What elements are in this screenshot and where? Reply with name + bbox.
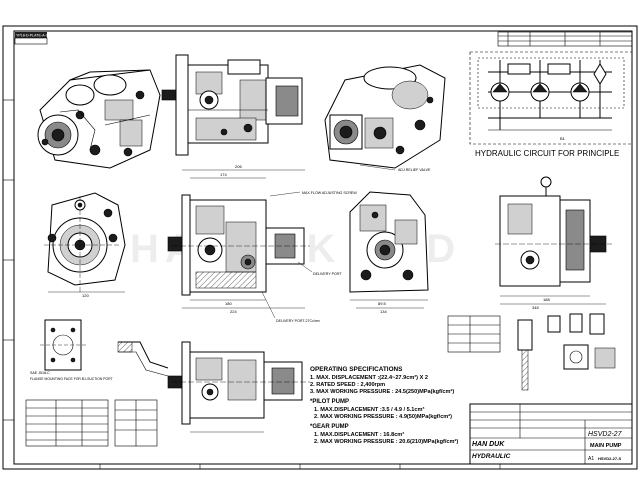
- dim-rear-width: 89.5: [378, 301, 387, 306]
- dim-180: 180: [225, 301, 232, 306]
- dim-174: 174: [220, 172, 227, 177]
- operating-specifications: OPERATING SPECIFICATIONS 1. MAX. DISPLAC…: [310, 366, 458, 445]
- spec-pilot-heading: *PILOT PUMP: [310, 399, 349, 405]
- dim-front-width: 120: [82, 293, 89, 298]
- spec-pilot-1: 1. MAX.DISPLACEMENT :3.5 / 4.9 / 5.1cm³: [314, 406, 424, 413]
- circuit-port-label: B1: [560, 136, 566, 141]
- dim-348: 348: [532, 305, 539, 310]
- spline-detail: [117, 341, 169, 377]
- pump-isometric-view-rear: ADJ.RELIEF VALVE: [324, 64, 446, 172]
- detail-parts: [447, 313, 616, 391]
- pump-front-view: 120: [44, 192, 126, 298]
- dim-206: 206: [235, 164, 242, 169]
- delivery-port-a2-callout: DELIVERY PORT: [313, 272, 342, 276]
- spec-main-2: 2. RATED SPEED : 2,400rpm: [310, 382, 385, 388]
- suction-callout: FLANGE MOUNTING FACE FOR B1-SUCTION PORT: [30, 377, 113, 381]
- spec-gear-1: 1. MAX.DISPLACEMENT : 16.8cm³: [314, 431, 404, 438]
- revision-table: [497, 31, 633, 47]
- circuit-caption: HYDRAULIC CIRCUIT FOR PRINCIPLE: [475, 149, 619, 158]
- company-name-line1: HAN DUK: [472, 441, 505, 448]
- spec-main-1: 1. MAX. DISPLACEMENT :(22.4~27.9cm³) X 2: [310, 374, 428, 381]
- relief-valve-callout: ADJ.RELIEF VALVE: [398, 168, 431, 172]
- pump-bottom-view: [167, 341, 310, 433]
- sheet-size: A1: [588, 456, 594, 462]
- part-description: MAIN PUMP: [590, 443, 622, 449]
- dim-224: 224: [230, 309, 237, 314]
- spec-heading: OPERATING SPECIFICATIONS: [310, 366, 403, 373]
- flange-title: SAE J518-C: [30, 371, 50, 375]
- dim-188: 188: [543, 297, 550, 302]
- sheet-frame: [2, 25, 638, 470]
- notes-table: [25, 399, 158, 447]
- drawing-code-box: YP18-D-PLATE-A-0008: [14, 32, 54, 45]
- pump-isometric-view-front: [37, 69, 161, 169]
- drawing-number: HSVD2-27-S: [598, 456, 621, 461]
- suction-flange-detail: SAE J518-C FLANGE MOUNTING FACE FOR B1-S…: [30, 319, 113, 381]
- spec-gear-2: 2. MAX WORKING PRESSURE : 20.6(210)MPa(k…: [314, 438, 458, 445]
- title-block: HAN DUK HYDRAULIC HSVD2-27 MAIN PUMP A1 …: [469, 403, 633, 465]
- pump-right-side-view: 188 348: [495, 176, 612, 310]
- spec-gear-heading: *GEAR PUMP: [310, 424, 349, 430]
- spec-main-3: 3. MAX WORKING PRESSURE : 24.5(250)MPa(k…: [310, 388, 454, 395]
- flow-screw-callout: MAX.FLOW ADJUSTING SCREW: [302, 191, 357, 195]
- hydraulic-circuit: B1 HYDRAULIC CIRCUIT FOR PRINCIPLE: [469, 51, 633, 158]
- part-name: HSVD2-27: [588, 431, 623, 438]
- spec-pilot-2: 2. MAX WORKING PRESSURE : 4.9(50)MPa(kgf…: [314, 413, 452, 420]
- delivery-port-a1-callout: DELIVERY PORT-27Cc/rev: [276, 319, 320, 323]
- drawing-code: YP18-D-PLATE-A-0008: [16, 34, 54, 38]
- dim-rear-bottom: 134: [380, 309, 387, 314]
- pump-main-side-view: 174 206 180 224 MAX.FLOW ADJUSTING SCREW…: [167, 164, 357, 323]
- company-name-line2: HYDRAULIC: [472, 453, 511, 460]
- pump-rear-view: 89.5 134: [349, 191, 429, 314]
- pump-side-view-top: [161, 54, 303, 156]
